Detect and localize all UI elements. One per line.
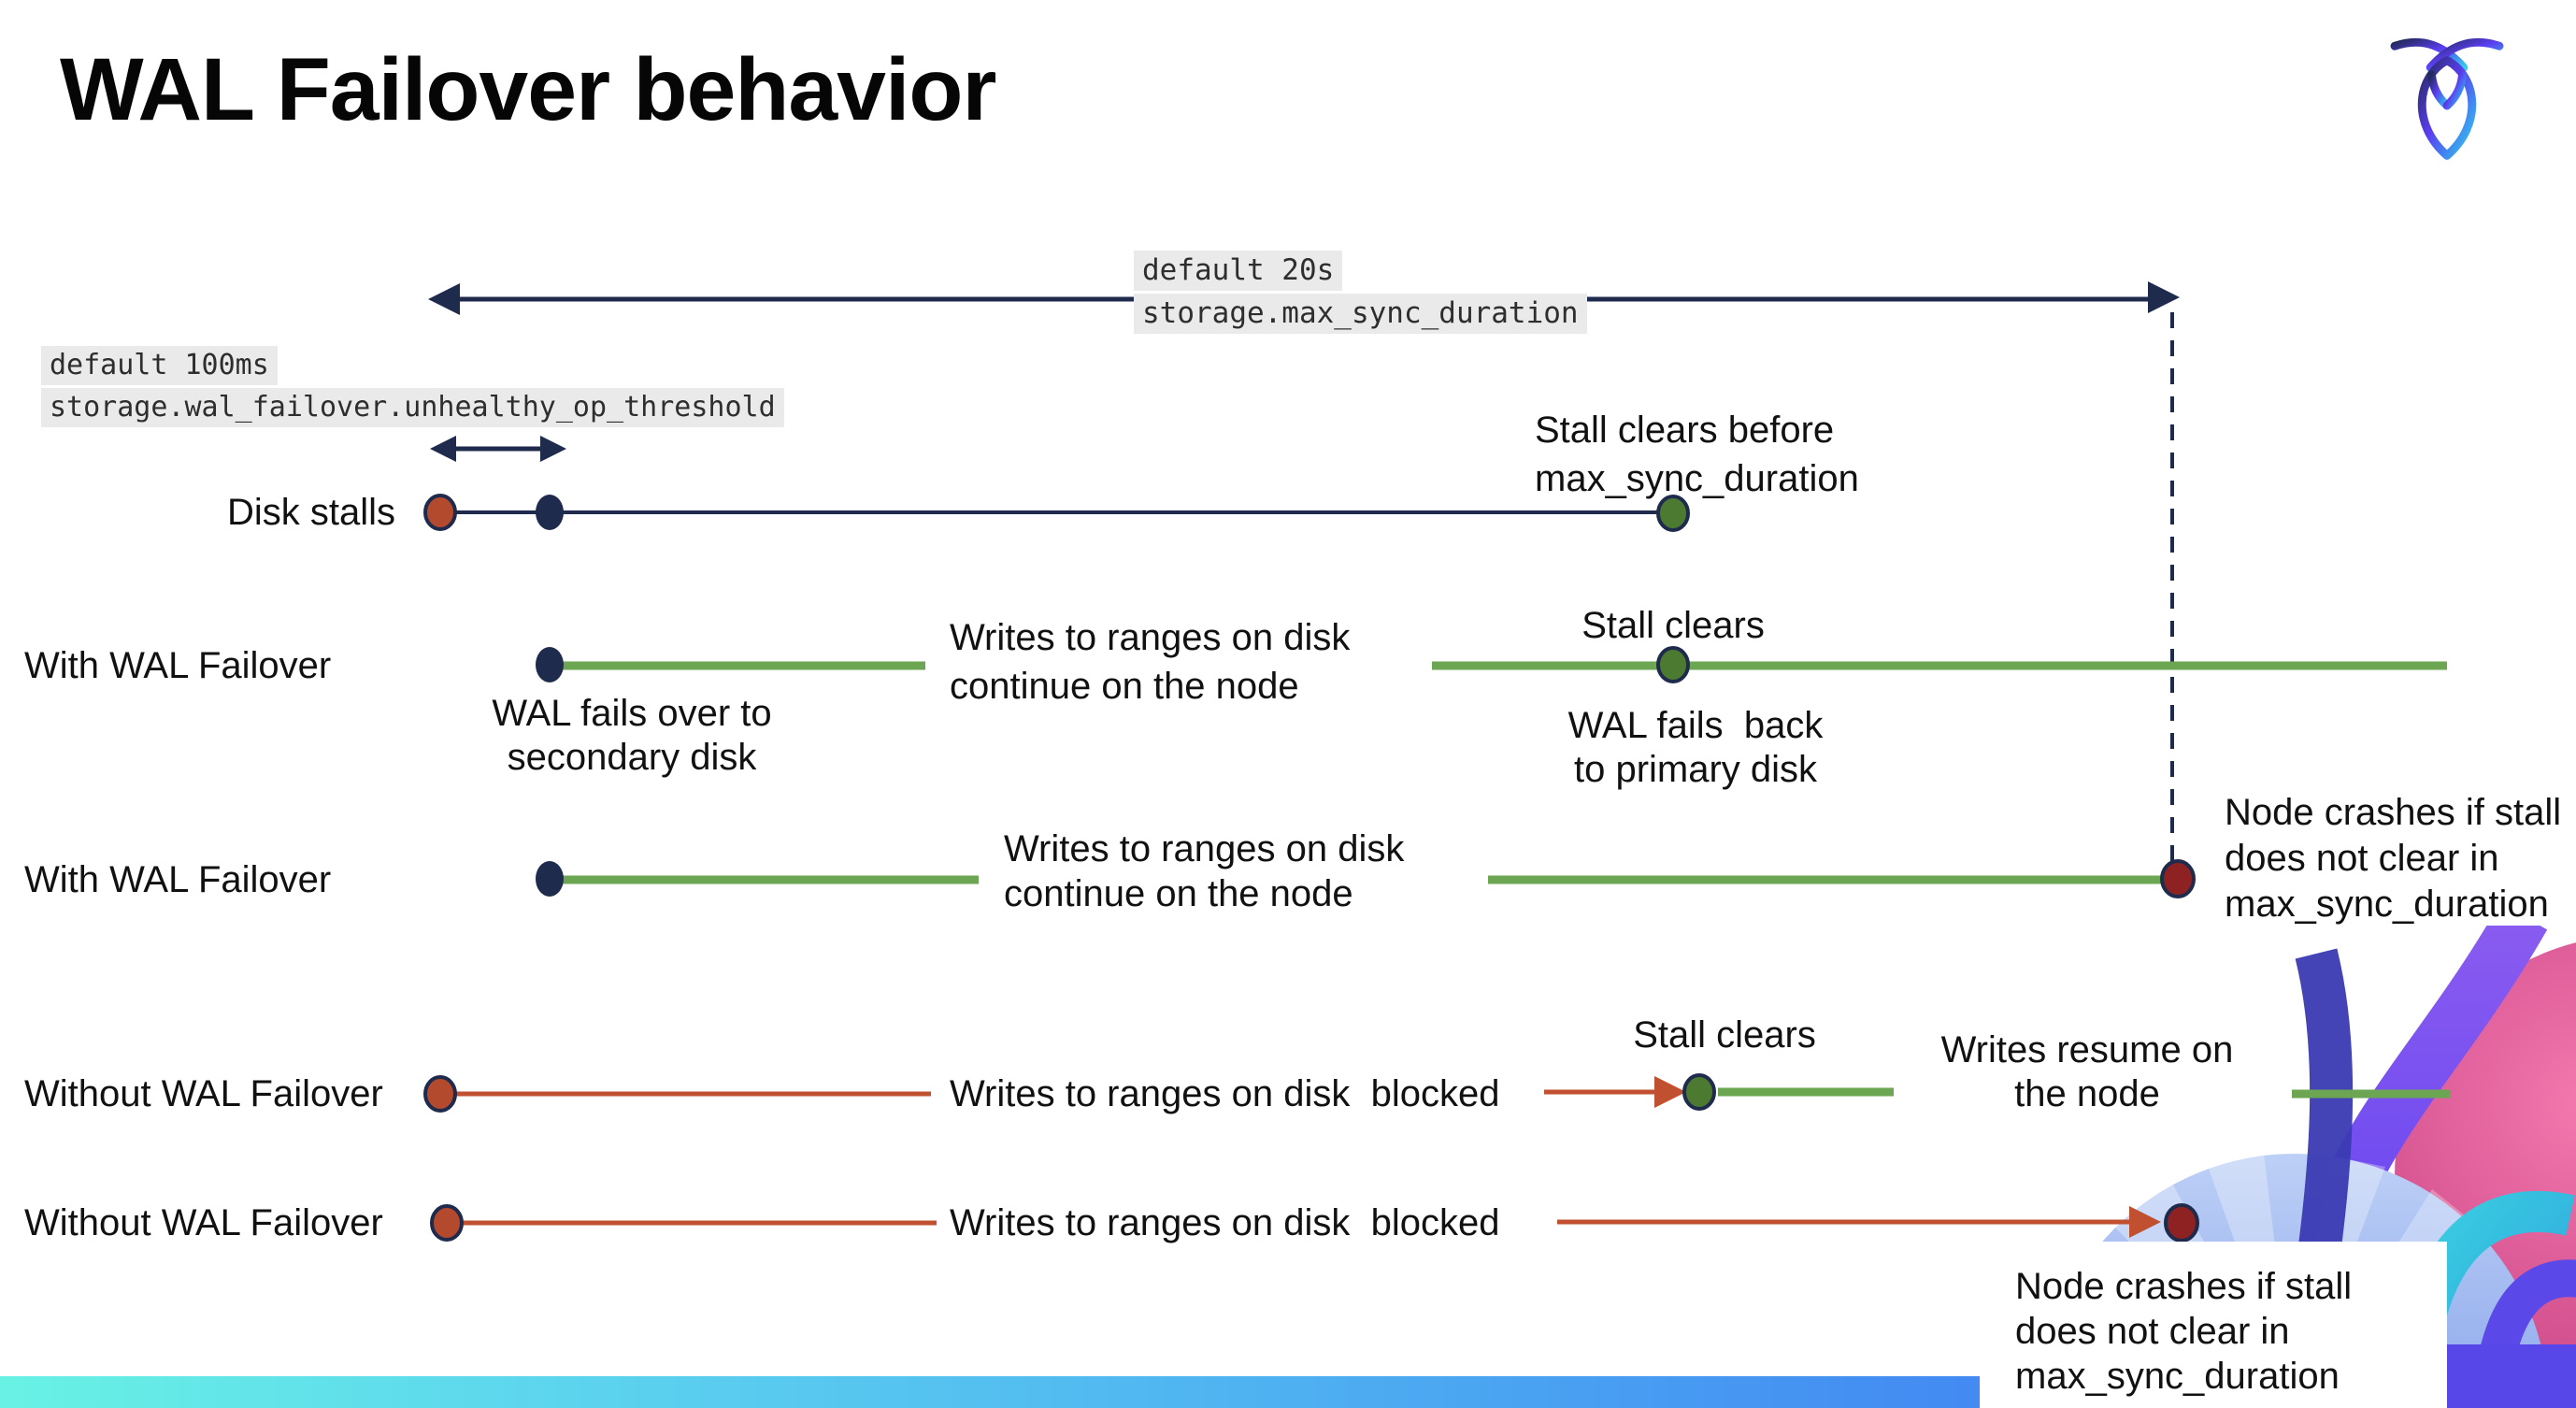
stall-clears-note: Stall clears [1633,1014,1816,1056]
callout-setting-name: storage.max_sync_duration [1134,294,1587,334]
callout-default-value: default 100ms [41,346,278,385]
stall-start-dot [423,1075,457,1113]
writes-resume-note: Writes resume on the node [1940,1029,2234,1114]
wal-fails-back-note: WAL fails back to primary disk [1567,705,1824,790]
node-crashes-callout-box: Node crashes if stall does not clear in … [1980,1242,2447,1408]
failover-threshold-dot [536,495,564,530]
arrowhead-right-icon [540,436,566,462]
page-title: WAL Failover behavior [60,40,996,139]
cockroachdb-logo-icon [2382,32,2512,163]
wal-fails-over-note: WAL fails over to secondary disk [492,693,772,778]
stall-clears-dot [1656,495,1690,532]
arrowhead-right-icon [2129,1206,2161,1238]
stall-clears-before-note: Stall clears before max_sync_duration [1535,409,1859,499]
node-crash-dot [2164,1203,2199,1243]
arrowhead-right-icon [1654,1076,1686,1108]
failover-dot [536,861,564,897]
arrowhead-right-icon [2148,281,2180,313]
node-crashes-note: Node crashes if stall does not clear in … [2015,1266,2353,1397]
timeline-label-with-wal-failover-2: With WAL Failover [24,859,332,900]
arrowhead-left-icon [428,283,460,315]
writes-continue-note: Writes to ranges on disk continue on the… [950,617,1351,707]
node-crash-dot [2160,859,2196,898]
arrowhead-left-icon [430,436,456,462]
stall-clears-note: Stall clears [1581,605,1765,646]
node-crashes-note: Node crashes if stall does not clear in … [2225,792,2562,925]
callout-default-value: default 20s [1134,251,1343,291]
stall-clears-dot [1682,1073,1716,1111]
unhealthy-op-threshold-callout: default 100ms storage.wal_failover.unhea… [41,346,784,430]
writes-blocked-note: Writes to ranges on disk blocked [950,1073,1500,1114]
timeline-label-without-wal-failover-1: Without WAL Failover [24,1073,383,1114]
writes-blocked-note: Writes to ranges on disk blocked [950,1202,1500,1243]
failover-dot [536,647,564,682]
cockroachdb-logo-graphic [2390,37,2504,160]
timeline-label-disk-stalls: Disk stalls [227,492,396,533]
art-violet-base [2430,1344,2576,1408]
timeline-label-with-wal-failover-1: With WAL Failover [24,645,332,686]
timeline-label-without-wal-failover-2: Without WAL Failover [24,1202,383,1243]
max-sync-duration-callout: default 20s storage.max_sync_duration [1134,251,1587,337]
callout-setting-name: storage.wal_failover.unhealthy_op_thresh… [41,388,784,427]
stall-start-dot [423,494,457,531]
stall-clears-dot [1656,646,1690,683]
stall-start-dot [430,1204,464,1242]
writes-continue-note: Writes to ranges on disk continue on the… [1004,828,1405,914]
